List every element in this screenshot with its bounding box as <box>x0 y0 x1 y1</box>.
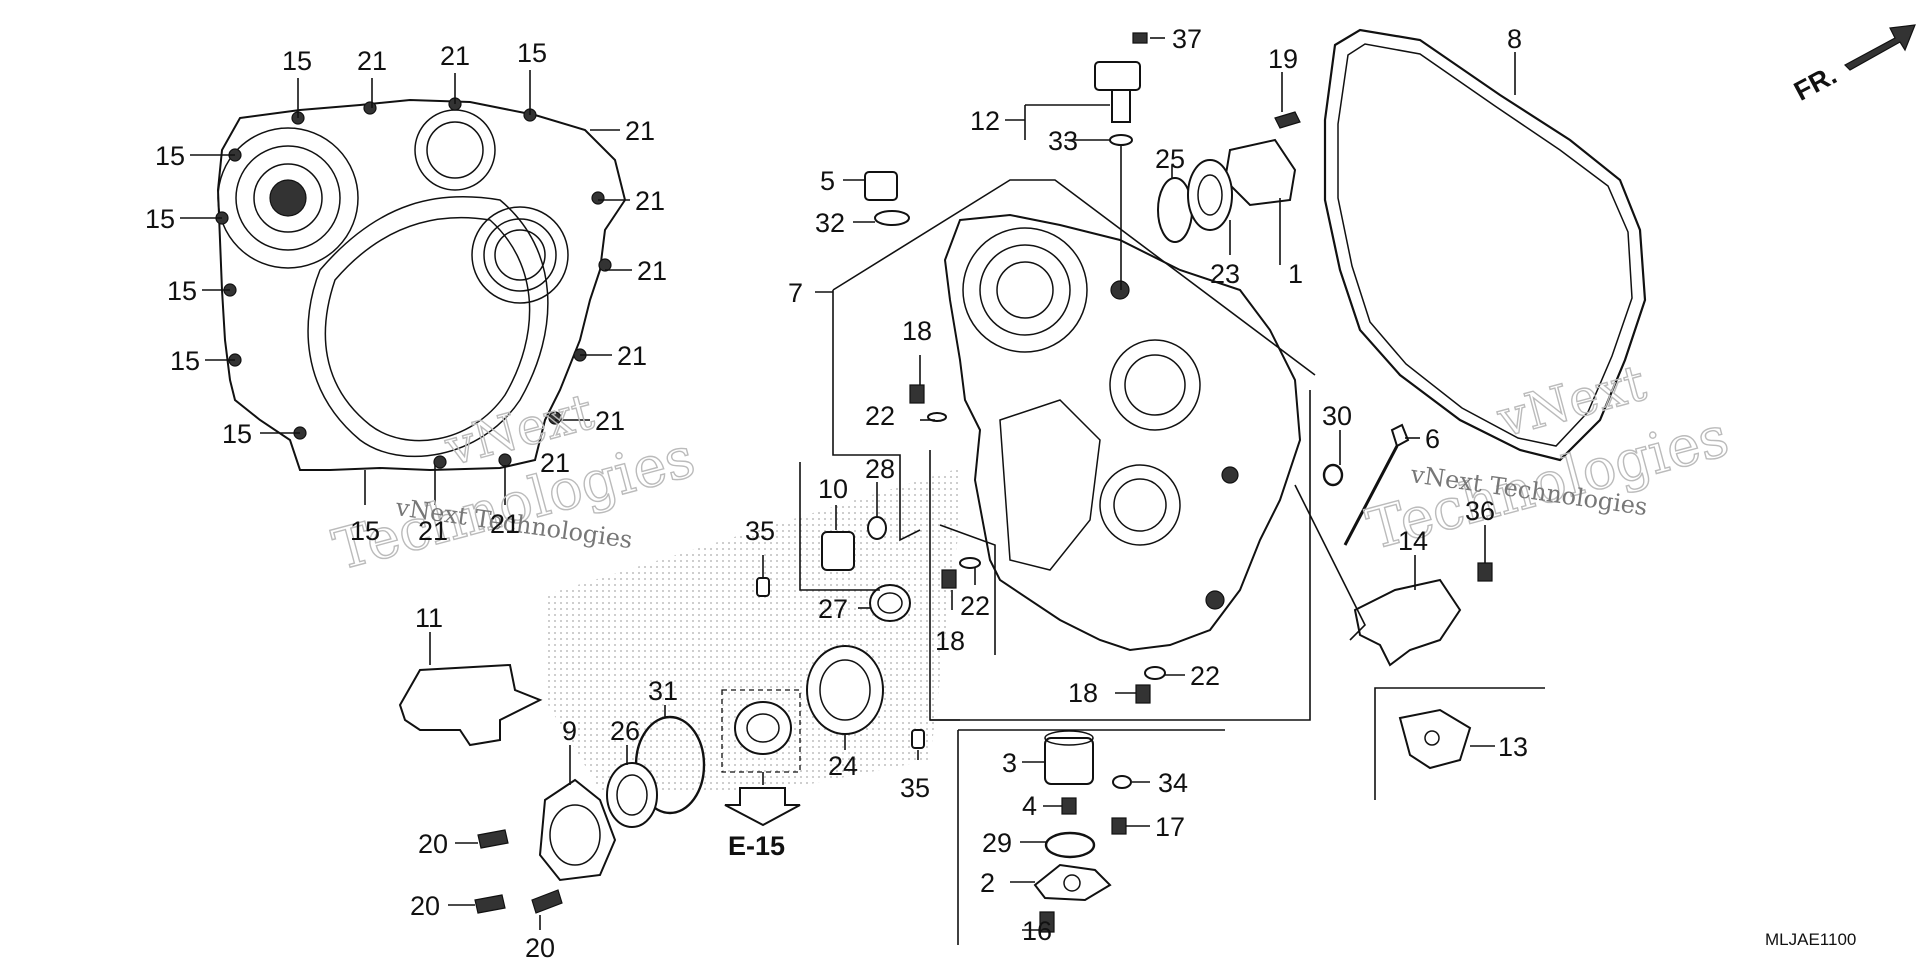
callout-2: 2 <box>980 868 995 898</box>
callout-22-middle: 22 <box>960 591 990 621</box>
callout-32: 32 <box>815 208 845 238</box>
callout-19: 19 <box>1268 44 1298 74</box>
callout-14: 14 <box>1398 526 1428 556</box>
callout-15-left-1: 15 <box>155 141 185 171</box>
callout-35-lower: 35 <box>900 773 930 803</box>
callout-12: 12 <box>970 106 1000 136</box>
callout-22-lower: 22 <box>1190 661 1220 691</box>
callout-10: 10 <box>818 474 848 504</box>
callout-4: 4 <box>1022 791 1037 821</box>
callout-1: 1 <box>1288 259 1303 289</box>
callout-15-left-3: 15 <box>167 276 197 306</box>
transmission-case <box>943 213 1302 652</box>
callout-21-right-2: 21 <box>635 186 665 216</box>
callout-21-bottom-3: 21 <box>540 448 570 478</box>
callout-labels: 1 2 3 4 5 6 7 8 9 10 11 12 13 14 15 15 1… <box>145 24 1528 960</box>
callout-18-lower: 18 <box>1068 678 1098 708</box>
callout-17: 17 <box>1155 812 1185 842</box>
callout-3: 3 <box>1002 748 1017 778</box>
callout-16: 16 <box>1022 916 1052 946</box>
case-gasket <box>1323 28 1647 462</box>
callout-30: 30 <box>1322 401 1352 431</box>
callout-18-upper: 18 <box>902 316 932 346</box>
callout-6: 6 <box>1425 424 1440 454</box>
callout-18-middle: 18 <box>935 626 965 656</box>
callout-21-right-4: 21 <box>617 341 647 371</box>
callout-15-left-5: 15 <box>222 419 252 449</box>
front-direction-label: FR. <box>1789 60 1841 107</box>
callout-33: 33 <box>1048 126 1078 156</box>
callout-15-top-right: 15 <box>517 38 547 68</box>
diagram-code: MLJAE1100 <box>1765 930 1856 949</box>
callout-11: 11 <box>415 603 443 633</box>
callout-15-left-2: 15 <box>145 204 175 234</box>
front-direction-arrow <box>1844 24 1916 71</box>
callout-21-right-1: 21 <box>625 116 655 146</box>
callout-15-top-left: 15 <box>282 46 312 76</box>
callout-29: 29 <box>982 828 1012 858</box>
callout-21-right-3: 21 <box>637 256 667 286</box>
callout-36: 36 <box>1465 496 1495 526</box>
callout-20-lower-right: 20 <box>525 933 555 960</box>
callout-21-top-1: 21 <box>357 46 387 76</box>
callout-28: 28 <box>865 454 895 484</box>
callout-31: 31 <box>648 676 678 706</box>
callout-23: 23 <box>1210 259 1240 289</box>
callout-21-right-5: 21 <box>595 406 625 436</box>
callout-5: 5 <box>820 166 835 196</box>
callout-20-upper: 20 <box>418 829 448 859</box>
transmission-cover-left <box>215 97 627 472</box>
reference-e15-label: E-15 <box>728 831 785 861</box>
callout-22-upper: 22 <box>865 401 895 431</box>
callout-34: 34 <box>1158 768 1188 798</box>
callout-21-top-2: 21 <box>440 41 470 71</box>
small-parts <box>398 32 1493 933</box>
gasket-inner-edge <box>1337 43 1633 447</box>
callout-9: 9 <box>562 716 577 746</box>
callout-24: 24 <box>828 751 858 781</box>
callout-8: 8 <box>1507 24 1522 54</box>
callout-27: 27 <box>818 594 848 624</box>
callout-26: 26 <box>610 716 640 746</box>
callout-37: 37 <box>1172 24 1202 54</box>
callout-15-bottom: 15 <box>350 516 380 546</box>
callout-20-lower-left: 20 <box>410 891 440 921</box>
callout-21-bottom-1: 21 <box>418 516 448 546</box>
callout-21-bottom-2: 21 <box>490 509 520 539</box>
callout-15-left-4: 15 <box>170 346 200 376</box>
leader-lines <box>180 37 1545 945</box>
callout-7: 7 <box>788 278 803 308</box>
callout-25: 25 <box>1155 144 1185 174</box>
callout-35-upper: 35 <box>745 516 775 546</box>
callout-13: 13 <box>1498 732 1528 762</box>
